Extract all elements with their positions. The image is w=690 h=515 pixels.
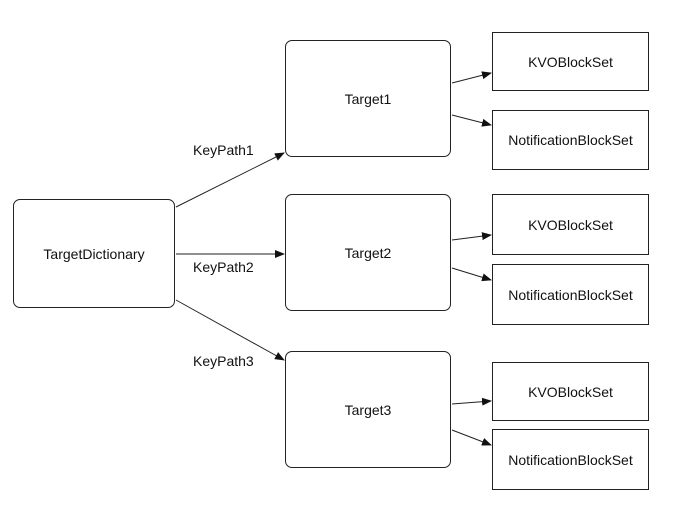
kvo-block-set-1-label: KVOBlockSet <box>528 53 613 70</box>
notification-block-set-1-label: NotificationBlockSet <box>508 132 633 148</box>
target1-node: Target1 <box>285 40 451 157</box>
edge-target2-to-kvo <box>451 232 492 241</box>
edge-target1-to-kvo <box>451 71 492 84</box>
target3-node: Target3 <box>285 351 451 468</box>
target3-label: Target3 <box>344 401 392 418</box>
notification-block-set-3-label: NotificationBlockSet <box>508 451 633 468</box>
target-dictionary-label: TargetDictionary <box>43 245 145 262</box>
notification-block-set-2: NotificationBlockSet <box>492 264 649 325</box>
edge-target2-to-notification <box>451 267 492 282</box>
target1-label: Target1 <box>344 90 392 107</box>
target-dictionary-node: TargetDictionary <box>13 199 175 308</box>
kvo-block-set-3-label: KVOBlockSet <box>528 383 613 400</box>
keypath2-label: KeyPath2 <box>193 259 254 275</box>
edge-root-to-target1 <box>175 152 285 208</box>
kvo-block-set-2: KVOBlockSet <box>492 194 649 255</box>
edge-target1-to-notification <box>451 114 492 127</box>
notification-block-set-1: NotificationBlockSet <box>492 110 649 170</box>
edge-target3-to-kvo <box>451 397 492 406</box>
kvo-block-set-3: KVOBlockSet <box>492 362 649 421</box>
keypath1-label: KeyPath1 <box>193 142 254 158</box>
keypath3-label: KeyPath3 <box>193 353 254 369</box>
edge-target3-to-notification <box>451 429 492 446</box>
target2-label: Target2 <box>344 244 392 261</box>
kvo-block-set-2-label: KVOBlockSet <box>528 216 613 233</box>
target2-node: Target2 <box>285 194 451 311</box>
notification-block-set-3: NotificationBlockSet <box>492 429 649 490</box>
edge-root-to-target3 <box>175 299 285 361</box>
notification-block-set-2-label: NotificationBlockSet <box>508 286 633 303</box>
kvo-block-set-1: KVOBlockSet <box>492 32 649 91</box>
